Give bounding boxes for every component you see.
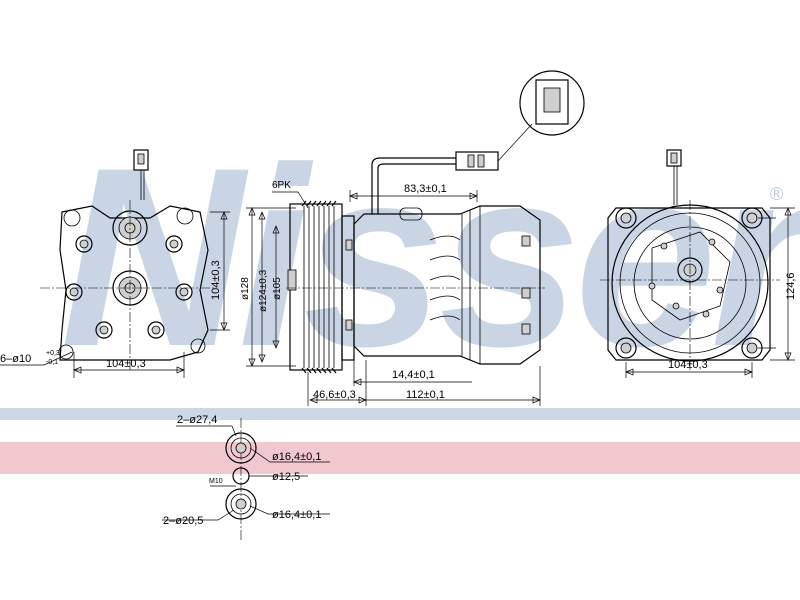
mount-holes-label: 6–ø10 xyxy=(0,353,31,365)
compressor-body xyxy=(353,205,541,365)
right-flange xyxy=(607,207,771,361)
port-bot-count: 2–ø20,5 xyxy=(163,515,203,527)
pink-band xyxy=(0,442,800,474)
port-top-count: 2–ø27,4 xyxy=(177,414,217,426)
pulley-d105: ø105 xyxy=(272,277,283,300)
connector-detail-circle xyxy=(519,70,585,136)
middle-view: ø128 ø124±0,3 ø105 6PK xyxy=(240,70,585,406)
offset-small-dim: 14,4±0,1 xyxy=(392,369,435,381)
clutch-width-dim: 83,3±0,1 xyxy=(404,183,447,195)
mount-tol-lower: -0,1 xyxy=(46,359,58,366)
pulley-d124: ø124±0,3 xyxy=(258,269,269,312)
right-height-dim: 124,6 xyxy=(785,272,797,300)
left-width-dim: 104±0,3 xyxy=(106,358,146,370)
body-length-dim: 112±0,1 xyxy=(406,389,445,401)
offset-pulley-dim: 46,6±0,3 xyxy=(313,389,356,401)
port-detail: 2–ø27,4 ø16,4±0,1 ø12,5 M10 2–ø20,5 ø16,… xyxy=(162,414,330,540)
pulley-grooves xyxy=(301,200,337,374)
pulley-d128: ø128 xyxy=(240,277,251,300)
port-mid-d: ø12,5 xyxy=(272,471,300,483)
registered-mark: ® xyxy=(770,184,783,204)
belt-label: 6PK xyxy=(272,180,291,191)
right-view: 104±0,3 124,6 xyxy=(600,149,797,378)
port-thread: M10 xyxy=(209,478,223,485)
left-bolts xyxy=(65,235,193,339)
blue-band xyxy=(0,408,800,420)
left-view: 104±0,3 104±0,3 6–ø10 +0,3 -0,1 xyxy=(0,149,230,378)
port-top-d: ø16,4±0,1 xyxy=(272,451,321,463)
port-bot-d: ø16,4±0,1 xyxy=(272,509,321,521)
right-width-dim: 104±0,3 xyxy=(668,359,708,371)
left-height-dim: 104±0,3 xyxy=(210,260,222,300)
mount-tol-upper: +0,3 xyxy=(46,350,60,357)
